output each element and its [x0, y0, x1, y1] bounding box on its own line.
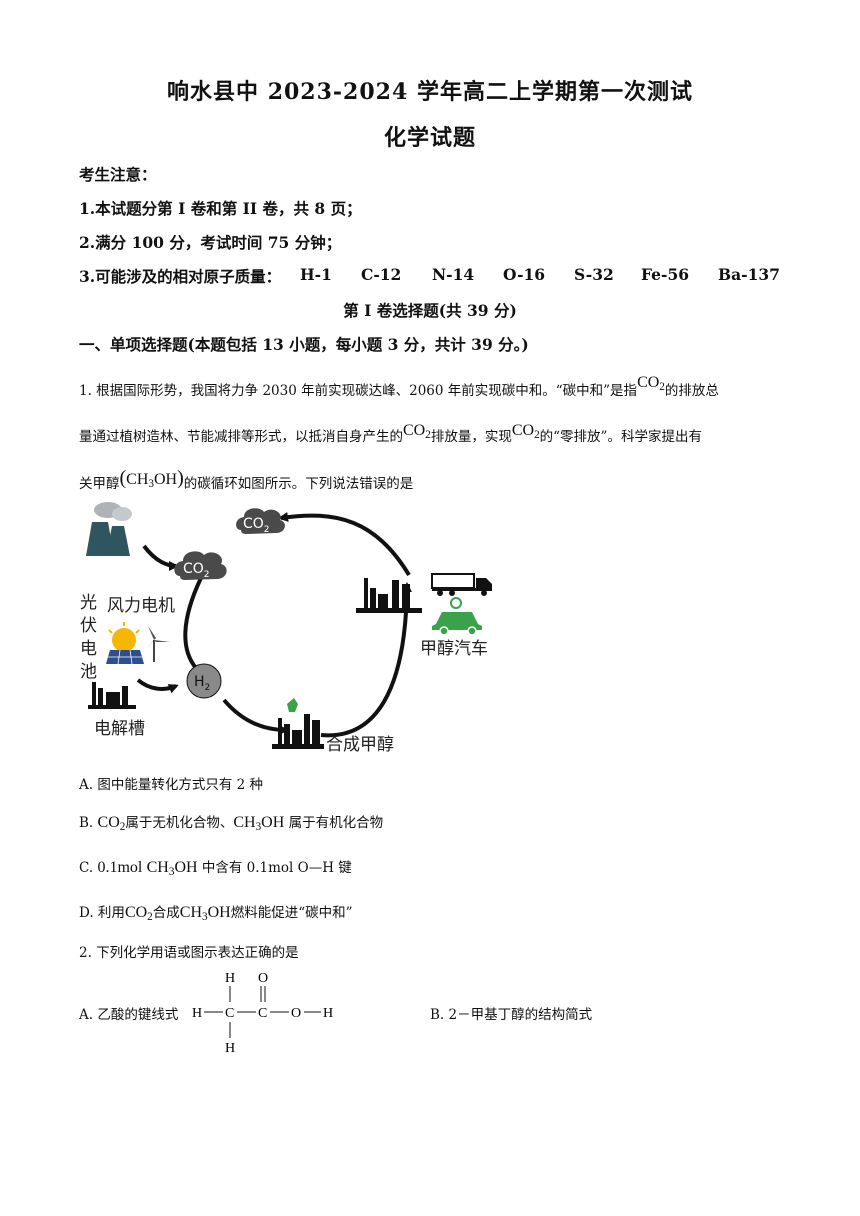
part-heading: 一、单项选择题(本题包括 13 小题，每小题 3 分，共计 39 分。)	[79, 335, 529, 354]
mass-n: N-14	[432, 265, 475, 284]
option-b-prefix: B.	[79, 815, 94, 831]
q2-stem: 2. 下列化学用语或图示表达正确的是	[79, 945, 299, 961]
option-d-text-mid: 合成	[152, 905, 180, 921]
co2-cloud-left: CO2	[174, 551, 227, 580]
svg-text:CO2: CO2	[183, 561, 210, 580]
truck-icon	[431, 573, 492, 596]
option-d-prefix: D. 利用	[79, 905, 125, 921]
option-c-quantity: 0.1mol	[97, 859, 143, 876]
pv-label-2: 伏	[80, 616, 97, 636]
exam-title: 响水县中 2023-2024 学年高二上学期第一次测试	[167, 79, 693, 105]
svg-text:H2: H2	[194, 674, 210, 693]
wind-turbine-icon	[146, 626, 170, 662]
mass-c: C-12	[361, 265, 402, 284]
electrolyzer-icon	[88, 682, 136, 709]
mass-fe: Fe-56	[641, 265, 690, 284]
methanol-car-icon	[432, 597, 482, 636]
power-plant-icon	[86, 502, 132, 556]
arrow-electrolyzer-to-h2	[136, 678, 179, 694]
q1-option-b: B. CO2属于无机化合物、CH3OH 属于有机化合物	[79, 811, 384, 833]
notice-item-1: 1.本试题分第 I 卷和第 II 卷，共 8 页；	[79, 199, 362, 218]
q1-option-d: D. 利用CO2合成CH3OH燃料能促进“碳中和”	[79, 901, 353, 923]
co2-formula: CO2	[124, 904, 153, 923]
mass-h: H-1	[300, 265, 332, 284]
mass-o: O-16	[503, 265, 546, 284]
svg-text:CO2: CO2	[243, 516, 270, 535]
svg-text:C: C	[225, 1006, 234, 1021]
option-c-text: 中含有 0.1mol O—H 键	[201, 860, 352, 876]
option-a-text: A. 乙酸的键线式	[79, 1007, 179, 1023]
co2-formula: CO2	[637, 374, 665, 393]
q1-line3-text-a: 关甲醇	[79, 476, 120, 492]
co2-formula: CO2	[97, 814, 126, 833]
mass-s: S-32	[574, 265, 614, 284]
synthesis-label: 合成甲醇	[326, 735, 394, 755]
q1-line1-text-a: 1. 根据国际形势，我国将力争 2030 年前实现碳达峰、2060 年前实现碳中…	[79, 383, 638, 399]
q1-line-3: 关甲醇(CH3OH)的碳循环如图所示。下列说法错误的是	[79, 467, 414, 494]
q1-line2-text-a: 量通过植树造林、节能减排等形式，以抵消自身产生的	[79, 429, 403, 445]
q1-line1-text-b: 的排放总	[664, 383, 719, 399]
wind-generator-label: 风力电机	[107, 596, 175, 616]
option-b-text-mid: 属于无机化合物、	[125, 815, 234, 831]
h2-node: H2	[186, 663, 222, 699]
q2-option-a: A. 乙酸的键线式	[79, 1003, 178, 1023]
svg-text:H: H	[192, 1006, 202, 1021]
section-heading: 第 I 卷选择题(共 39 分)	[343, 301, 517, 320]
methanol-formula: CH3OH	[146, 859, 198, 878]
methanol-formula: (CH3OH)	[119, 467, 184, 490]
q1-option-a: A. 图中能量转化方式只有 2 种	[79, 777, 264, 793]
svg-text:C: C	[258, 1006, 267, 1021]
option-c-prefix: C.	[79, 860, 94, 876]
notice-item-3: 3.可能涉及的相对原子质量：	[79, 265, 281, 287]
carbon-cycle-diagram: CO2 CO2 H2 光 伏 电 池 风力电机 电解槽	[80, 502, 492, 755]
exam-subtitle: 化学试题	[383, 125, 476, 151]
electrolyzer-label: 电解槽	[94, 719, 145, 739]
co2-cloud-top: CO2	[236, 508, 285, 535]
mass-ba: Ba-137	[718, 265, 780, 284]
methanol-formula: CH3OH	[233, 814, 285, 833]
svg-text:O: O	[258, 971, 268, 986]
arrow-plant-to-co2	[142, 544, 179, 571]
q2-option-b: B. 2－甲基丁醇的结构简式	[430, 1007, 593, 1023]
methanol-car-label: 甲醇汽车	[420, 639, 488, 659]
svg-text:H: H	[225, 971, 235, 986]
acetic-acid-structure: H O H C C O H H	[192, 971, 333, 1056]
methanol-formula: CH3OH	[179, 904, 231, 923]
pv-label-3: 电	[80, 639, 97, 659]
co2-formula: CO2	[511, 422, 540, 441]
pv-label-1: 光	[80, 593, 97, 613]
svg-text:O: O	[291, 1006, 301, 1021]
q1-line-1: 1. 根据国际形势，我国将力争 2030 年前实现碳达峰、2060 年前实现碳中…	[79, 374, 719, 400]
svg-text:H: H	[225, 1041, 235, 1056]
option-d-text-end: 燃料能促进“碳中和”	[230, 905, 353, 921]
atomic-mass-label: 3.可能涉及的相对原子质量：	[79, 267, 282, 286]
co2-formula: CO2	[403, 422, 431, 441]
cycle-arc-left	[183, 577, 203, 670]
notice-item-2: 2.满分 100 分，考试时间 75 分钟；	[79, 233, 342, 252]
q1-line2-text-c: 的“零排放”。科学家提出有	[539, 429, 702, 445]
arrow-factory-to-co2	[278, 512, 411, 577]
arrow-h2-to-synthesis	[222, 698, 289, 735]
svg-text:H: H	[323, 1006, 333, 1021]
notice-heading: 考生注意：	[79, 165, 157, 184]
q1-option-c: C. 0.1mol CH3OH 中含有 0.1mol O—H 键	[79, 856, 352, 878]
arrow-synthesis-to-factory	[320, 582, 412, 738]
q1-line3-text-b: 的碳循环如图所示。下列说法错误的是	[183, 476, 414, 492]
option-b-text-end: 属于有机化合物	[288, 815, 384, 831]
pv-label-4: 池	[80, 662, 97, 682]
q1-line-2: 量通过植树造林、节能减排等形式，以抵消自身产生的CO2排放量，实现CO2的“零排…	[79, 422, 702, 446]
q1-line2-text-b: 排放量，实现	[430, 429, 512, 445]
refinery-icon	[356, 578, 422, 613]
solar-panel-icon	[106, 622, 144, 665]
methanol-synthesis-factory-icon	[272, 698, 324, 749]
